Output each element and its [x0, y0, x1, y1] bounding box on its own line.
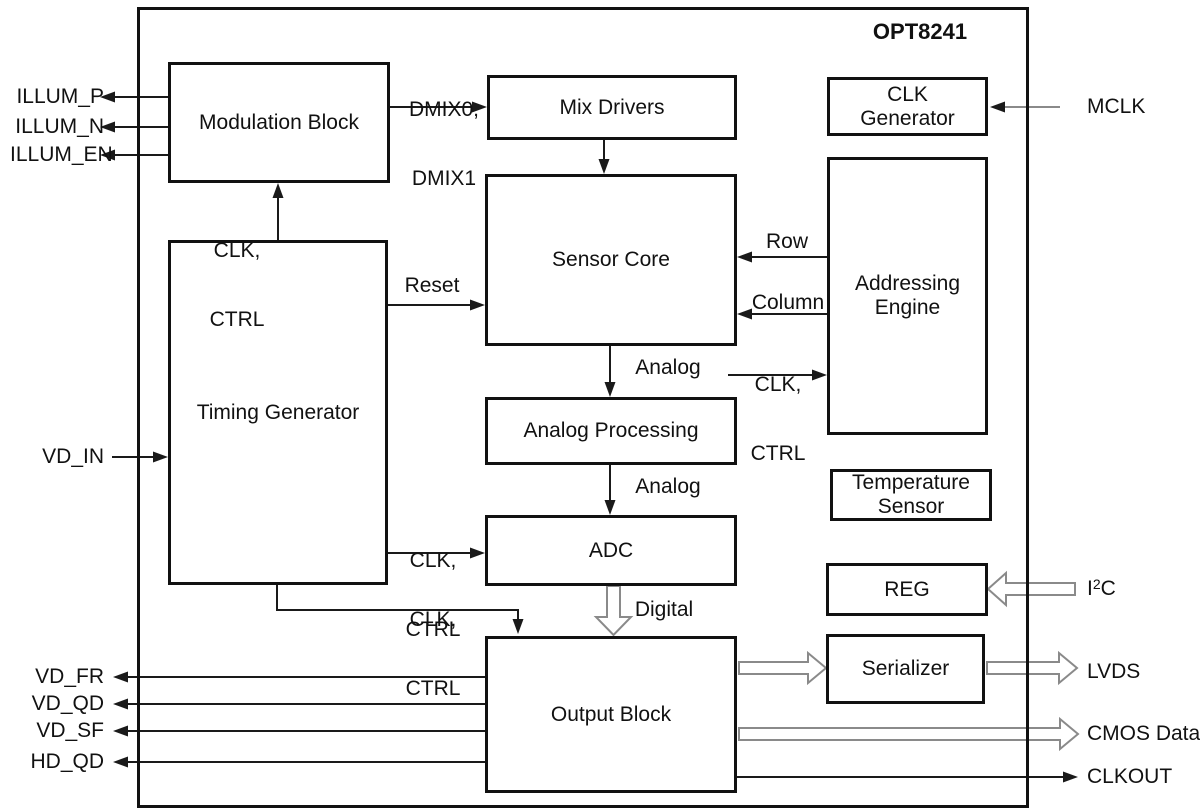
i2c-rest: C [1100, 577, 1116, 600]
pin-illum-n: ILLUM_N [15, 115, 104, 138]
label-ctrl: CTRL [750, 442, 806, 465]
lvds-bus-arrow [986, 650, 1079, 686]
sensor-analogproc-arrowhead [604, 382, 616, 397]
label-column: Column [751, 291, 825, 314]
block-mix-drivers: Mix Drivers [487, 75, 737, 140]
reset-arrowhead [470, 299, 485, 311]
label-dmix1: DMIX1 [411, 167, 477, 190]
label-clk-ctrl-output: CLK, CTRL [393, 562, 473, 746]
label-analog-1: Analog [635, 356, 701, 379]
i2c-bus-arrow [986, 570, 1076, 608]
label-ctrl: CTRL [405, 618, 461, 641]
pin-cmos: CMOS Data [1087, 722, 1200, 745]
mixdrivers-sensor-arrowhead [598, 159, 610, 174]
pin-illum-p: ILLUM_P [16, 85, 104, 108]
i2c-base: I [1087, 577, 1093, 600]
label-clk-ctrl-modulation: CLK, CTRL [197, 193, 277, 377]
hd-qd-arrowhead [113, 756, 128, 768]
dmix-arrowhead [472, 101, 487, 113]
block-timing-generator: Timing Generator [168, 240, 388, 585]
label-analog-2: Analog [635, 475, 701, 498]
chip-name: OPT8241 [872, 19, 968, 44]
pin-vd-sf: VD_SF [36, 719, 104, 742]
bus-arrows [593, 570, 1080, 752]
column-arrowhead [737, 308, 752, 320]
vd-qd-arrowhead [113, 698, 128, 710]
label-dmix0: DMIX0, [408, 98, 479, 121]
label-clk: CLK, [409, 608, 457, 631]
pin-mclk: MCLK [1087, 95, 1146, 118]
clk-ctrl-addressing-arrowhead [812, 369, 827, 381]
label-reset: Reset [404, 274, 460, 297]
block-sensor-core: Sensor Core [485, 174, 737, 346]
block-modulation: Modulation Block [168, 62, 390, 183]
pin-lvds: LVDS [1087, 660, 1141, 683]
row-arrowhead [737, 251, 752, 263]
output-to-serializer-bus-arrow [738, 650, 828, 686]
timing-to-output-line [276, 584, 519, 621]
vd-in-arrowhead [153, 451, 168, 463]
i2c-sup: 2 [1092, 576, 1101, 592]
label-ctrl: CTRL [209, 308, 265, 331]
timing-output-arrowhead [512, 619, 524, 634]
clk-ctrl-modulation-arrowhead [272, 183, 284, 198]
vd-fr-arrowhead [113, 671, 128, 683]
mclk-arrowhead [990, 101, 1005, 113]
pin-i2c: I2C [1087, 576, 1116, 602]
label-clk-ctrl-addressing: CLK, CTRL [738, 327, 818, 511]
block-reg: REG [826, 563, 988, 616]
pin-vd-qd: VD_QD [31, 692, 104, 715]
block-addressing-engine: Addressing Engine [827, 157, 988, 435]
label-ctrl: CTRL [405, 677, 461, 700]
cmos-bus-arrow [738, 716, 1080, 752]
pin-vd-in: VD_IN [42, 445, 104, 468]
block-analog-processing: Analog Processing [485, 397, 737, 465]
arrowheads [100, 91, 1078, 783]
illum-n-arrowhead [100, 121, 115, 133]
chip-boundary [137, 7, 1029, 808]
analogproc-adc-arrowhead [604, 500, 616, 515]
clkout-arrowhead [1063, 771, 1078, 783]
pin-illum-en: ILLUM_EN [10, 143, 113, 166]
vd-sf-arrowhead [113, 725, 128, 737]
illum-en-arrowhead [100, 149, 115, 161]
label-digital: Digital [634, 598, 694, 621]
signal-lines [112, 96, 1064, 778]
pin-clkout: CLKOUT [1087, 765, 1173, 788]
illum-p-arrowhead [100, 91, 115, 103]
block-clk-generator: CLK Generator [827, 77, 988, 136]
clk-ctrl-adc-arrowhead [470, 547, 485, 559]
label-clk-ctrl-adc: CLK, CTRL [393, 503, 473, 687]
label-clk: CLK, [409, 549, 457, 572]
block-adc: ADC [485, 515, 737, 586]
pin-hd-qd: HD_QD [30, 750, 104, 773]
label-clk: CLK, [213, 239, 261, 262]
label-row: Row [765, 230, 808, 253]
label-dmix: DMIX0, DMIX1 [404, 52, 484, 236]
digital-bus-arrow [593, 585, 634, 637]
pin-vd-fr: VD_FR [35, 665, 104, 688]
block-serializer: Serializer [826, 634, 985, 704]
label-clk: CLK, [754, 373, 802, 396]
block-output: Output Block [485, 636, 737, 793]
block-temperature-sensor: Temperature Sensor [830, 469, 992, 521]
